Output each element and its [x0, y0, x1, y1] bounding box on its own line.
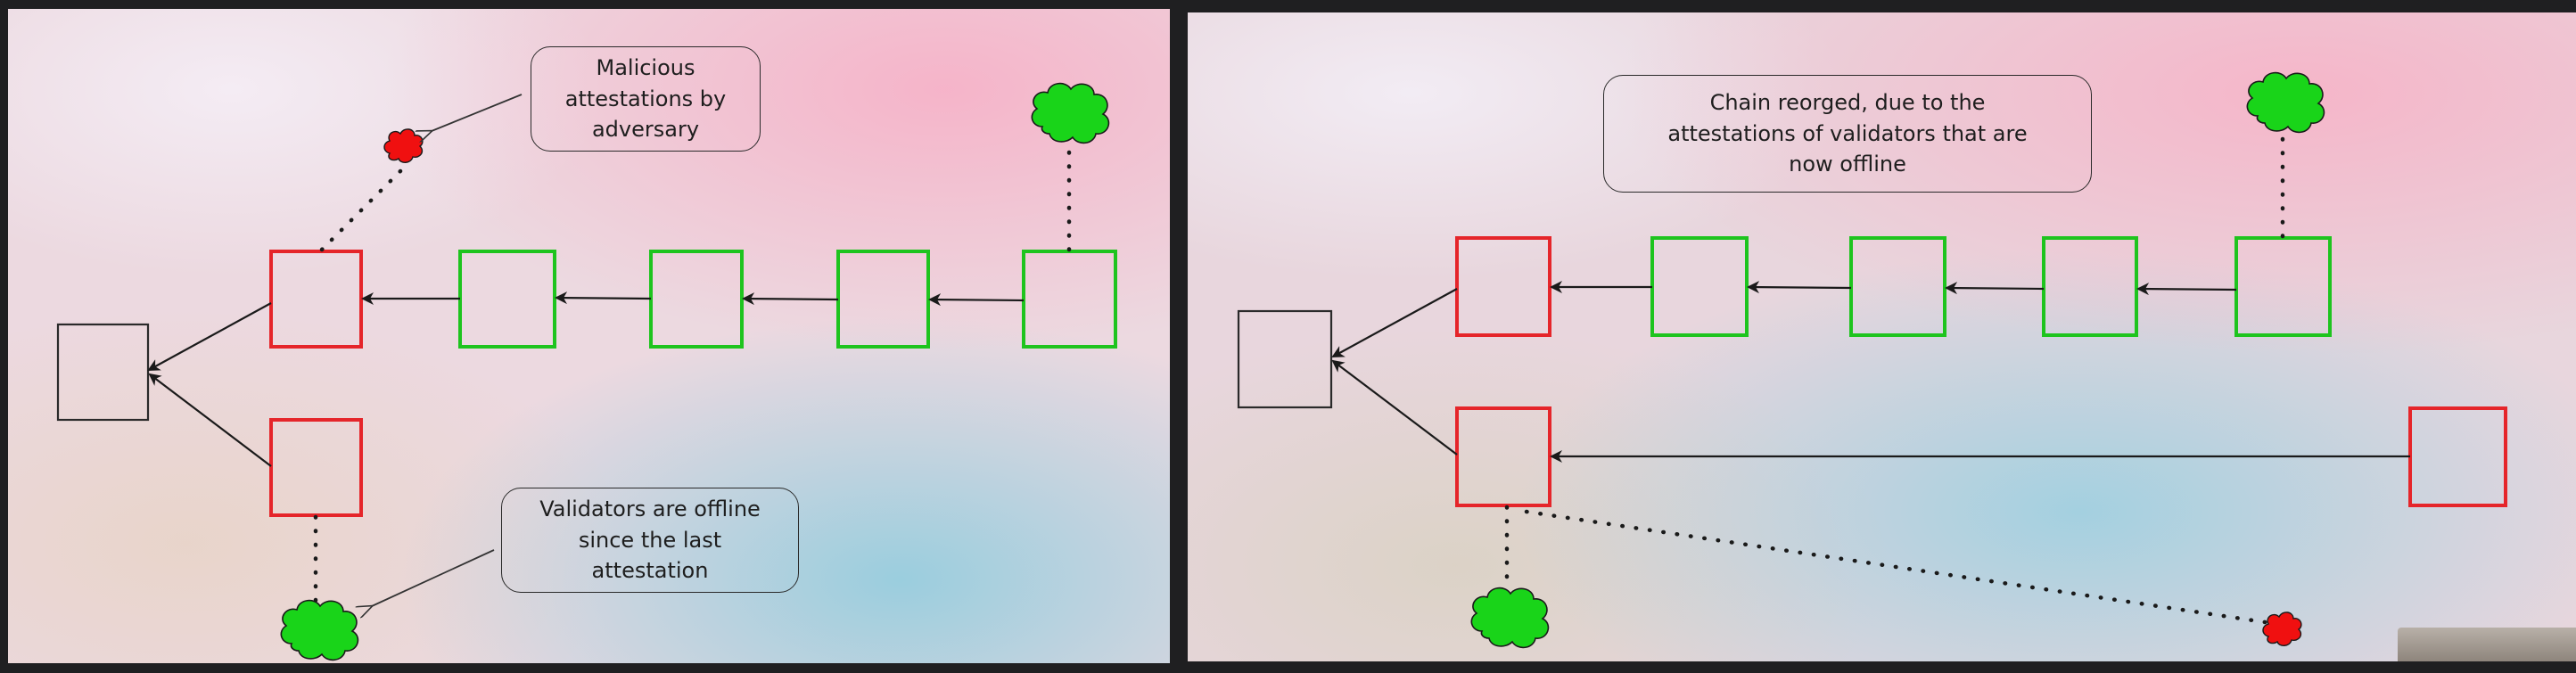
genesis-block [56, 323, 150, 422]
arrow-lower-to-genesis [148, 373, 272, 467]
video-thumbnail[interactable] [2398, 628, 2576, 661]
honest-block-3 [2042, 236, 2138, 337]
arrow-lower-to-genesis [1331, 359, 1458, 456]
arrow-upper-to-genesis [147, 302, 272, 371]
honest-block-2 [649, 250, 744, 349]
arrow-honest2-to-honest1 [555, 291, 652, 305]
arrow-honest3-to-honest2 [1945, 282, 2045, 295]
adversary-block-lower [269, 418, 363, 517]
malicious-attestations-note: Malicious attestations by adversary [531, 46, 761, 152]
cloud-icon [280, 599, 359, 661]
chain-reorged-note: Chain reorged, due to the attestations o… [1603, 75, 2092, 193]
honest-block-4 [2234, 236, 2332, 337]
honest-block-3 [836, 250, 930, 349]
adversary-block-new [2408, 406, 2507, 507]
validators-offline-note: Validators are offline since the last at… [501, 488, 799, 593]
cloud-icon [1031, 82, 1110, 144]
honest-block-1 [458, 250, 556, 349]
arrow-honest4-to-honest3 [2136, 283, 2237, 296]
left-diagram-canvas [56, 82, 1117, 661]
adversary-block-upper [269, 250, 363, 349]
honest-block-1 [1650, 236, 1749, 337]
callout-pointer-offline [372, 549, 495, 606]
genesis-block [1237, 309, 1333, 409]
left-diagram-panel: Malicious attestations by adversary Vali… [8, 9, 1170, 663]
right-diagram-canvas [1237, 71, 2507, 649]
callout-pointer-malicious [432, 94, 523, 131]
arrow-honest3-to-honest2 [742, 292, 839, 306]
cloud-icon [1470, 587, 1550, 649]
cloud-icon [383, 128, 424, 163]
attestation-line-adversary [319, 167, 405, 252]
arrow-upper-to-genesis [1331, 288, 1458, 357]
cloud-icon [2246, 71, 2325, 134]
arrow-honest2-to-honest1 [1747, 281, 1852, 294]
attestation-line-adversary [1524, 509, 2274, 626]
right-diagram-panel: Chain reorged, due to the attestations o… [1188, 12, 2576, 661]
adversary-block-lower [1455, 406, 1551, 507]
honest-block-4 [1022, 250, 1117, 349]
honest-block-2 [1849, 236, 1946, 337]
cloud-icon [2262, 611, 2302, 646]
adversary-block-upper [1455, 236, 1551, 337]
